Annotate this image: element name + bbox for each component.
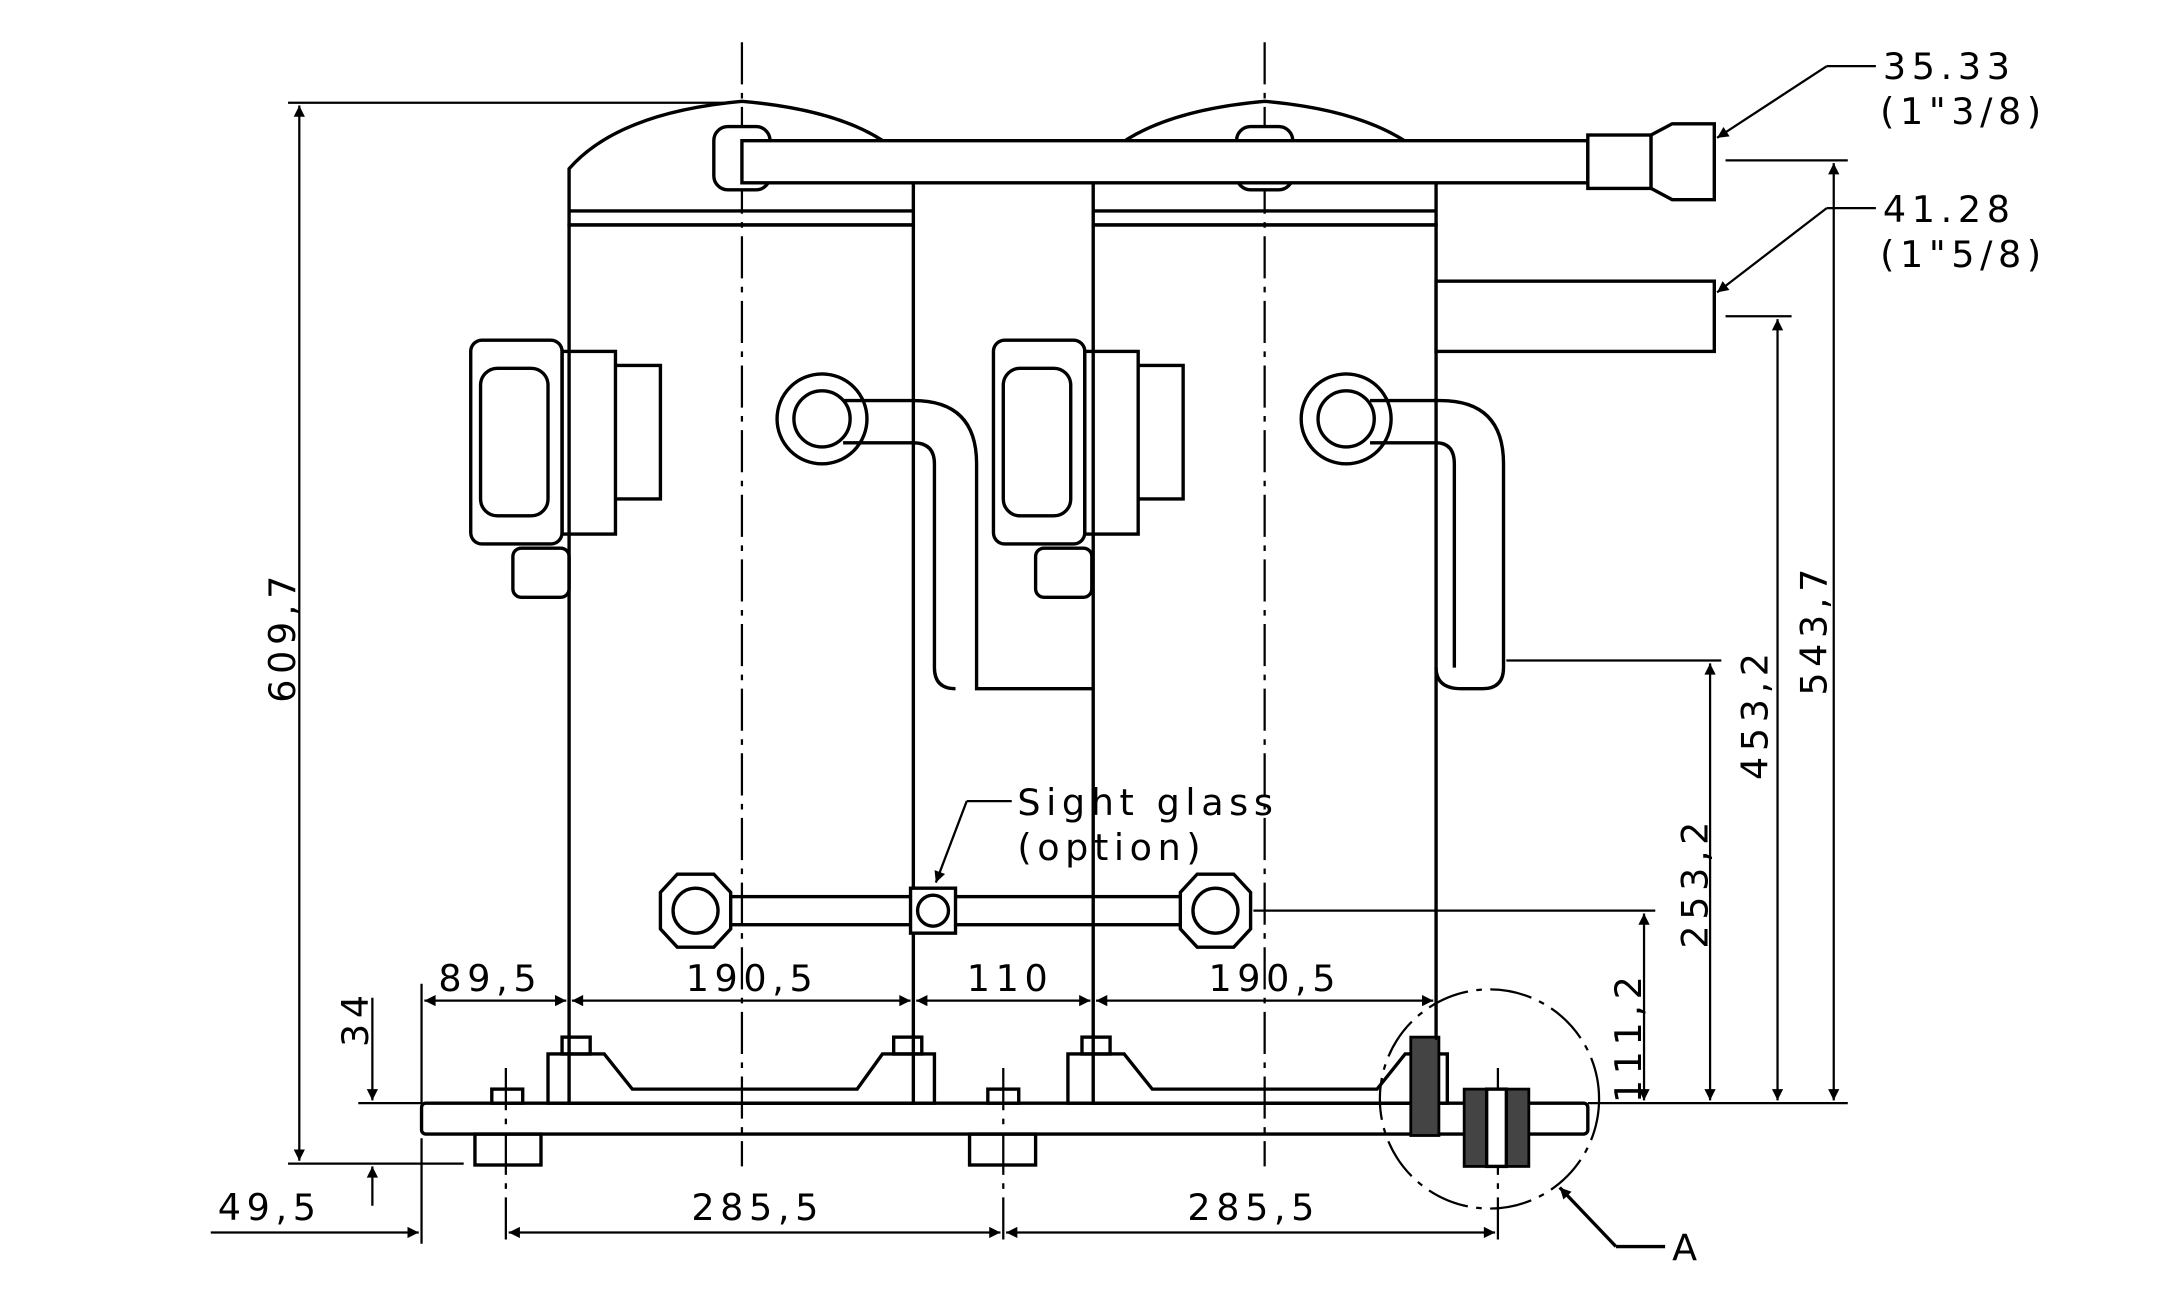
dim-rail-height: 34 [334,989,377,1047]
dim-285-5-left: 285,5 [691,1186,824,1229]
dim-89-5: 89,5 [438,957,542,1000]
pipe-callouts: 35.33 (1"3/8) 41.28 (1"5/8) [1716,45,2047,294]
dim-110: 110 [967,957,1054,1000]
dim-sight-glass-height: 111,2 [1607,971,1650,1104]
discharge-size-mm: 35.33 [1883,45,2016,88]
terminal-box-icon [991,338,1185,600]
sight-glass-label: Sight glass [1017,781,1278,824]
base-rail [419,1035,1590,1169]
terminal-box-icon [469,338,663,600]
horizontal-dimensions-bottom: 49,5 285,5 285,5 [210,1138,1496,1244]
dim-discharge-height: 543,7 [1793,563,1836,696]
dim-190-5-right: 190,5 [1208,957,1341,1000]
suction-pipes [843,279,1716,691]
vertical-dimensions: 609,7 543,7 453,2 253,2 111,2 34 [261,101,1848,1206]
compressor-right [991,99,1438,1105]
dim-suction-height: 453,2 [1734,647,1777,780]
oil-equalisation-line [658,872,1253,949]
dim-285-5-right: 285,5 [1187,1186,1320,1229]
horizontal-dimensions-top: 89,5 190,5 110 190,5 [420,957,1438,1104]
detail-a-callout: A [1378,988,1703,1270]
centerlines [504,42,1500,1244]
detail-label: A [1672,1227,1703,1270]
compressor-left [469,99,916,1105]
sight-glass-option: (option) [1017,826,1206,869]
discharge-pipe [740,122,1716,202]
suction-size-inch: (1"5/8) [1880,233,2047,276]
dim-190-5-left: 190,5 [686,957,819,1000]
dim-oil-eq-height: 253,2 [1673,816,1716,949]
dim-49-5: 49,5 [218,1186,322,1229]
suction-size-mm: 41.28 [1883,188,2016,231]
discharge-size-inch: (1"3/8) [1880,90,2047,133]
dim-overall-height: 609,7 [261,570,304,703]
sight-glass-callout: Sight glass (option) [934,781,1278,883]
